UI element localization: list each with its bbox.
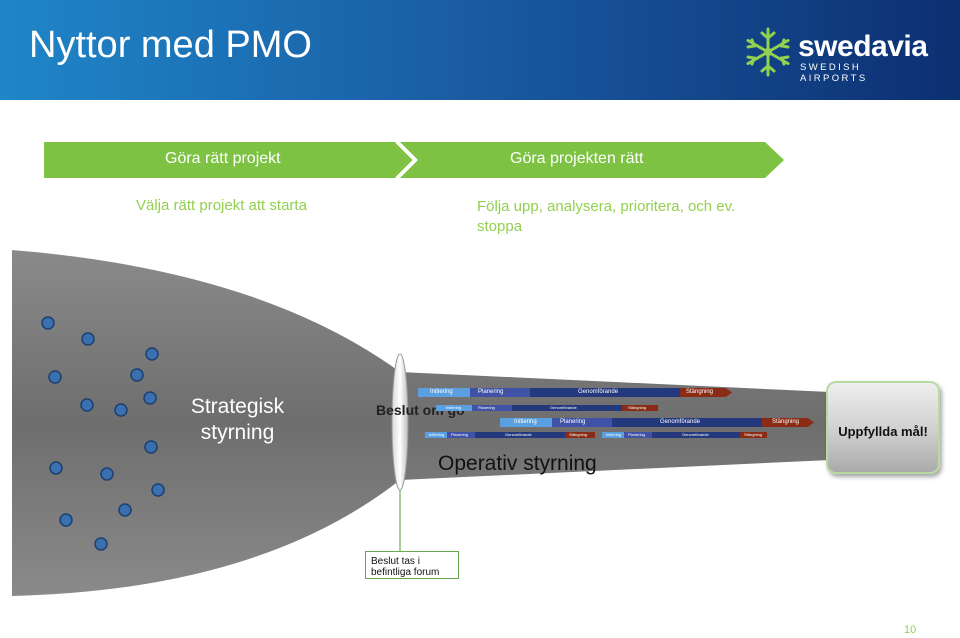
- funnel-shape: [12, 250, 830, 596]
- swedavia-logo: swedavia SWEDISH AIRPORTS: [740, 24, 930, 84]
- phase-right-title: Göra projekten rätt: [510, 150, 644, 167]
- goal-label: Uppfyllda mål!: [838, 424, 928, 439]
- phase-arrow-right: [400, 142, 784, 178]
- logo-wordmark: swedavia: [798, 30, 928, 63]
- goal-box: Uppfyllda mål!: [826, 381, 940, 474]
- project-bar: Initiering Planering Genomförande Stängn…: [418, 388, 732, 397]
- forum-note-box: Beslut tas i befintliga forum: [365, 551, 459, 579]
- phase-arrow-left: [44, 142, 414, 178]
- phase-left-subtitle: Välja rätt projekt att starta: [136, 197, 307, 214]
- phase-closing-label: Stängning: [686, 389, 714, 395]
- project-idea-dot: [80, 398, 94, 412]
- project-idea-dot: [41, 316, 55, 330]
- phase-planning-label: Planering: [478, 389, 504, 395]
- project-idea-dot: [59, 513, 73, 527]
- snowflake-icon: [746, 27, 790, 77]
- project-idea-dot: [114, 403, 128, 417]
- project-bar: Initiering Planering Genomförande Stängn…: [602, 432, 767, 438]
- phase-arrows: [44, 141, 784, 179]
- decision-gate: [391, 353, 409, 491]
- project-idea-dot: [143, 391, 157, 405]
- project-idea-dot: [49, 461, 63, 475]
- project-idea-dot: [48, 370, 62, 384]
- phase-right-subtitle: Följa upp, analysera, prioritera, och ev…: [477, 198, 736, 235]
- header-bar: [0, 0, 960, 100]
- project-bar: Initiering Planering Genomförande Stängn…: [436, 405, 658, 411]
- project-idea-dot: [144, 440, 158, 454]
- project-idea-dot: [81, 332, 95, 346]
- project-bar: Initiering Planering Genomförande Stängn…: [425, 432, 595, 438]
- slide-title: Nyttor med PMO: [29, 24, 312, 66]
- project-idea-dot: [94, 537, 108, 551]
- project-idea-dot: [145, 347, 159, 361]
- phase-execution-label: Genomförande: [578, 389, 619, 395]
- logo-tagline: SWEDISH AIRPORTS: [800, 62, 868, 84]
- project-bar: Initiering Planering Genomförande Stängn…: [500, 418, 814, 427]
- phase-initiation-label: Initiering: [430, 389, 453, 395]
- phase-left-title: Göra rätt projekt: [165, 150, 281, 167]
- project-idea-dot: [151, 483, 165, 497]
- page-number: 10: [904, 624, 917, 636]
- project-idea-dot: [118, 503, 132, 517]
- project-idea-dot: [100, 467, 114, 481]
- strategic-label: Strategisk styrning: [190, 395, 285, 444]
- operative-label: Operativ styrning: [438, 452, 597, 475]
- project-idea-dot: [130, 368, 144, 382]
